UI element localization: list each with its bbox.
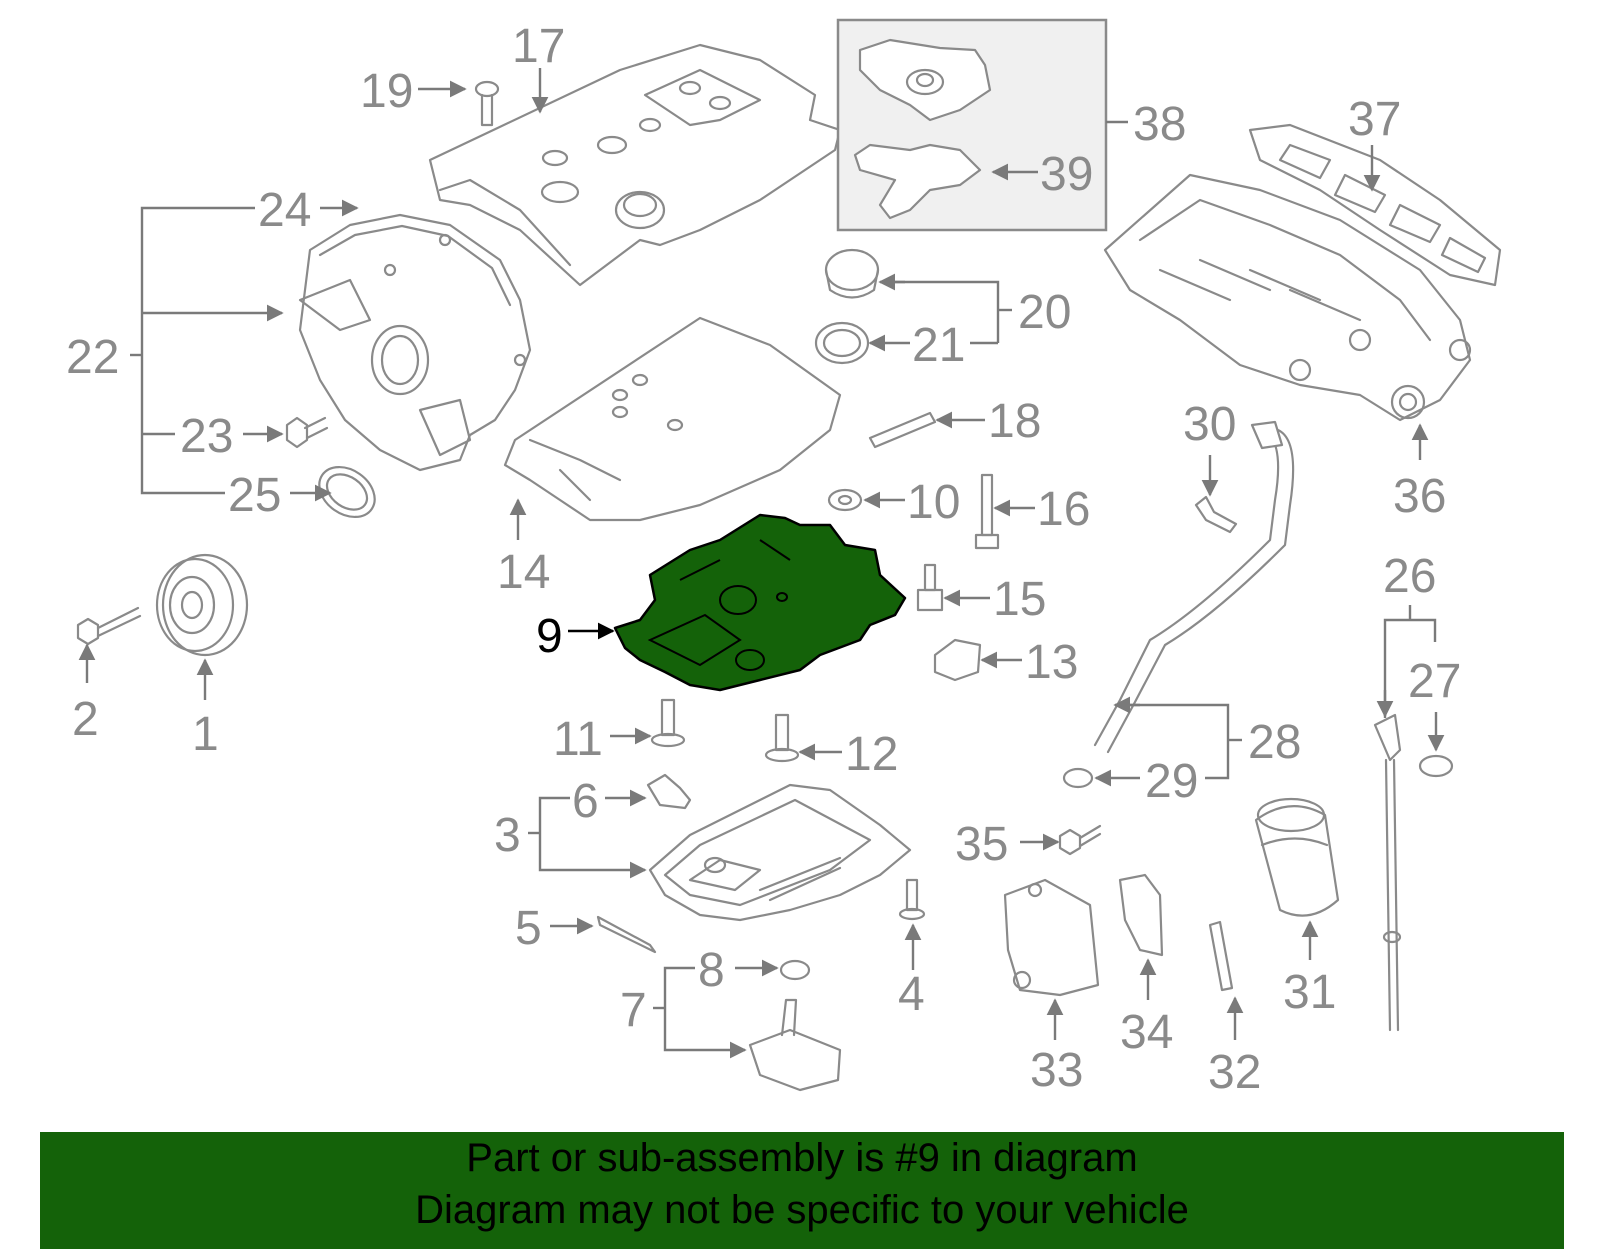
callout-8: 8 — [698, 944, 725, 997]
dipstick-part-26 — [1373, 713, 1402, 1032]
callout-34: 34 — [1120, 1006, 1173, 1059]
bolt-part-12 — [764, 713, 800, 763]
callout-39: 39 — [1040, 148, 1093, 201]
o-ring-part-29 — [1062, 767, 1094, 789]
cover-part-14 — [503, 316, 842, 522]
bolt-part-2 — [76, 606, 142, 646]
callout-16: 16 — [1037, 483, 1090, 536]
bolt-part-16 — [974, 473, 1000, 550]
sensor-part-7 — [748, 998, 842, 1092]
callout-15: 15 — [993, 573, 1046, 626]
clip-part-30 — [1194, 495, 1238, 534]
callout-31: 31 — [1283, 966, 1336, 1019]
callout-38: 38 — [1133, 98, 1186, 151]
callout-28: 28 — [1248, 716, 1301, 769]
callout-27: 27 — [1408, 655, 1461, 708]
callout-12: 12 — [845, 728, 898, 781]
callout-1: 1 — [192, 708, 219, 761]
callout-13: 13 — [1025, 636, 1078, 689]
callout-24: 24 — [258, 184, 311, 237]
callout-22: 22 — [66, 331, 119, 384]
gasket-part-34 — [1118, 873, 1164, 957]
o-ring-part-27 — [1418, 754, 1454, 778]
washer-part-10 — [827, 488, 863, 512]
callout-7: 7 — [620, 984, 647, 1037]
callout-33: 33 — [1030, 1044, 1083, 1097]
o-ring-part-8 — [779, 959, 811, 981]
callout-32: 32 — [1208, 1046, 1261, 1099]
seal-part-21 — [814, 321, 870, 365]
oil-filter-part-31 — [1254, 797, 1340, 917]
bolt-part-35 — [1058, 824, 1102, 856]
oil-cap-part-20 — [824, 248, 880, 299]
highlighted-cover-part-9 — [613, 513, 907, 692]
callout-labels: 19 17 24 22 23 25 2 1 14 38 39 37 20 21 … — [66, 20, 1461, 1099]
callout-17: 17 — [512, 20, 565, 73]
pin-part-32 — [1208, 920, 1234, 992]
leader-lines — [78, 68, 1445, 1059]
pin-part-5 — [596, 915, 657, 954]
bolt-part-23 — [285, 416, 329, 449]
seal-part-25 — [318, 465, 376, 519]
bolt-part-19 — [474, 80, 500, 127]
callout-23: 23 — [180, 410, 233, 463]
callout-35: 35 — [955, 818, 1008, 871]
banner-line-part-number: Part or sub-assembly is #9 in diagram — [466, 1136, 1138, 1180]
callout-25: 25 — [228, 469, 281, 522]
callout-14: 14 — [497, 546, 550, 599]
timing-cover-part-22 — [298, 213, 532, 472]
callout-3: 3 — [494, 809, 521, 862]
bolt-part-15 — [916, 563, 944, 612]
callout-19: 19 — [360, 65, 413, 118]
callout-30: 30 — [1183, 398, 1236, 451]
callout-2: 2 — [72, 693, 99, 746]
callout-4: 4 — [898, 968, 925, 1021]
gasket-part-37 — [1248, 123, 1502, 287]
info-banner: Part or sub-assembly is #9 in diagram Di… — [40, 1132, 1564, 1249]
callout-21: 21 — [912, 319, 965, 372]
oil-pan-part-3 — [648, 783, 912, 922]
oil-cooler-part-33 — [1003, 878, 1100, 997]
banner-line-disclaimer: Diagram may not be specific to your vehi… — [415, 1188, 1189, 1232]
callout-10: 10 — [907, 476, 960, 529]
dipstick-tube-part-28 — [1093, 420, 1295, 754]
valve-cover-part-17 — [428, 43, 842, 287]
callout-9: 9 — [536, 610, 563, 663]
pin-part-18 — [868, 411, 937, 449]
callout-37: 37 — [1348, 93, 1401, 146]
callout-5: 5 — [515, 902, 542, 955]
plug-part-6 — [646, 773, 692, 810]
callout-29: 29 — [1145, 755, 1198, 808]
callout-18: 18 — [988, 395, 1041, 448]
bolt-part-4 — [898, 878, 926, 921]
callout-11: 11 — [553, 713, 603, 766]
callout-36: 36 — [1393, 470, 1446, 523]
pulley-part-1 — [155, 553, 249, 657]
callout-20: 20 — [1018, 286, 1071, 339]
callout-26: 26 — [1383, 550, 1436, 603]
bolt-part-11 — [650, 698, 686, 748]
inset-box-part-38 — [836, 18, 1108, 232]
clip-part-13 — [933, 638, 982, 682]
intake-manifold-part-36 — [1103, 173, 1472, 422]
callout-6: 6 — [572, 775, 599, 828]
